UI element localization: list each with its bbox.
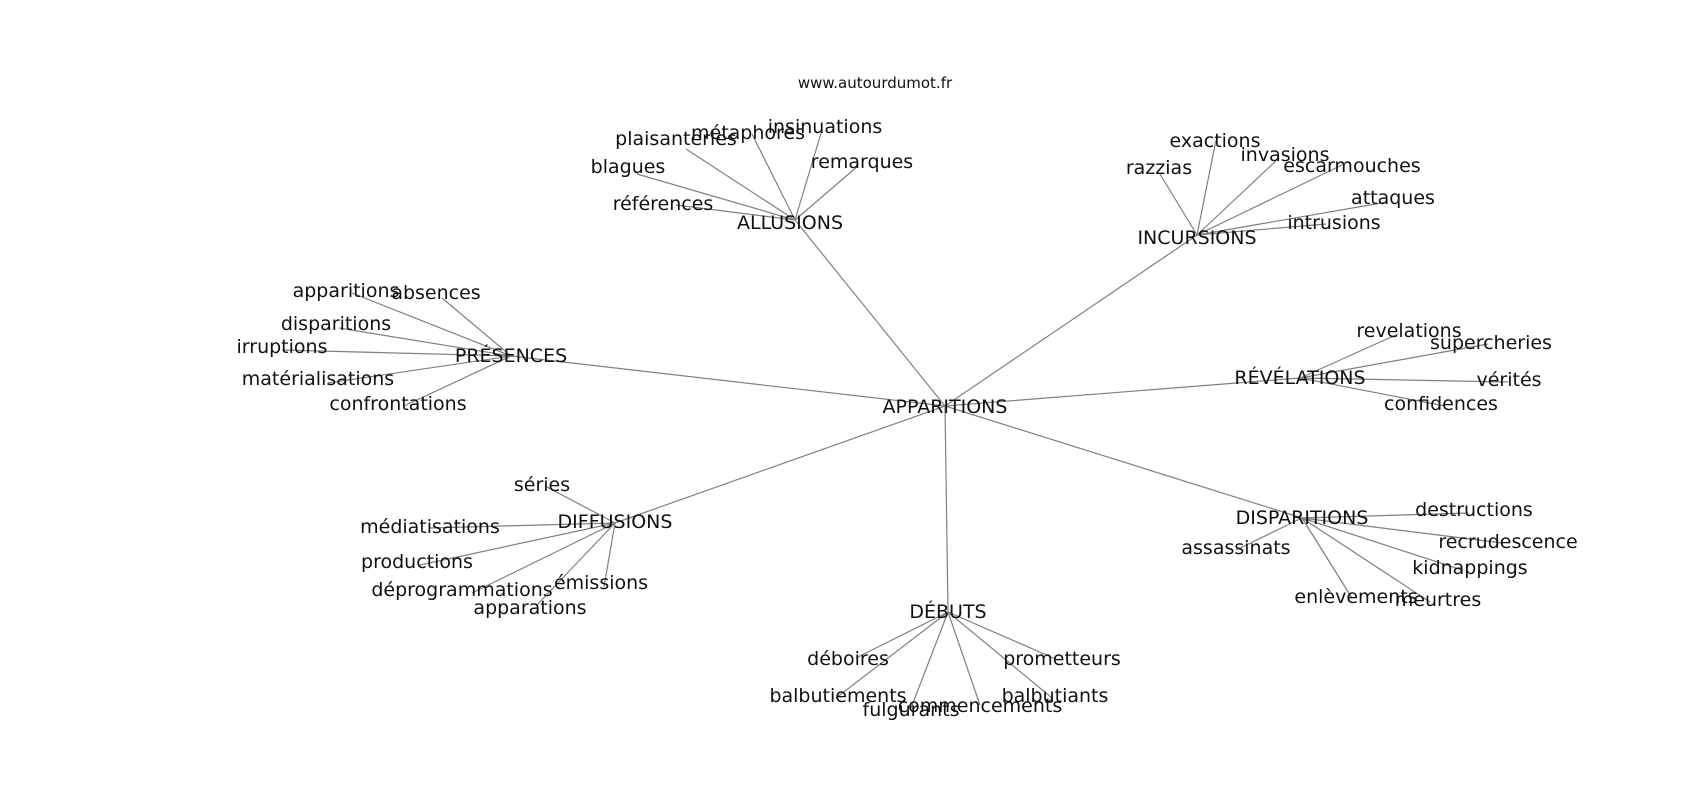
leaf-node[interactable]: intrusions xyxy=(1287,212,1380,234)
hub-node-présences[interactable]: PRÉSENCES xyxy=(455,344,567,367)
leaf-node[interactable]: assassinats xyxy=(1181,537,1290,559)
edge-débuts-to-fulgurants xyxy=(910,611,949,709)
edge-présences-to-matérialisations xyxy=(327,355,512,384)
edge-allusions-to-blagues xyxy=(636,173,796,221)
edge-disparitions-to-meurtres xyxy=(1301,517,1431,603)
leaf-node[interactable]: commencements xyxy=(898,695,1063,717)
edge-présences-to-disparitions xyxy=(338,327,512,357)
edge-débuts-to-prometteurs xyxy=(947,611,1059,661)
leaf-node[interactable]: séries xyxy=(514,474,570,496)
leaf-node[interactable]: disparitions xyxy=(281,313,391,335)
edge-incursions-to-escarmouches xyxy=(1196,164,1343,236)
edge-diffusions-to-productions xyxy=(419,522,616,566)
leaf-node[interactable]: médiatisations xyxy=(360,516,500,538)
edge-révélations-to-revelations xyxy=(1299,333,1399,379)
edge-incursions-to-exactions xyxy=(1196,139,1217,236)
edge-allusions-to-références xyxy=(675,204,796,221)
edge-disparitions-to-kidnappings xyxy=(1301,517,1463,571)
edge-allusions-to-métaphores xyxy=(751,133,796,221)
leaf-node[interactable]: vérités xyxy=(1476,369,1541,391)
edge-diffusions-to-déprogrammations xyxy=(471,522,616,594)
leaf-node[interactable]: confidences xyxy=(1384,393,1498,415)
leaf-node[interactable]: prometteurs xyxy=(1003,648,1121,670)
leaf-node[interactable]: confrontations xyxy=(329,393,466,415)
edge-incursions-to-attaques xyxy=(1196,201,1388,236)
edge-center-to-allusions xyxy=(794,219,946,407)
edge-présences-to-apparitions xyxy=(351,292,512,357)
edge-center-to-incursions xyxy=(944,234,1198,407)
edge-disparitions-to-destructions xyxy=(1301,512,1469,519)
leaf-node[interactable]: absences xyxy=(391,282,480,304)
leaf-node[interactable]: exactions xyxy=(1170,130,1261,152)
leaf-node[interactable]: supercheries xyxy=(1430,332,1552,354)
leaf-node[interactable]: revelations xyxy=(1356,320,1461,342)
edge-débuts-to-balbutiements xyxy=(835,611,949,699)
leaf-node[interactable]: recrudescence xyxy=(1438,531,1577,553)
leaf-node[interactable]: enlèvements xyxy=(1294,586,1417,608)
edges-layer xyxy=(281,129,1509,709)
hub-node-révélations[interactable]: RÉVÉLATIONS xyxy=(1234,366,1365,389)
edge-diffusions-to-apparations xyxy=(535,522,616,607)
edge-allusions-to-plaisanteries xyxy=(685,148,796,221)
edge-center-to-diffusions xyxy=(614,405,946,524)
leaf-node[interactable]: apparations xyxy=(473,597,586,619)
leaf-node[interactable]: fulgurants xyxy=(863,699,960,721)
leaf-node[interactable]: blagues xyxy=(591,156,666,178)
edge-incursions-to-invasions xyxy=(1196,157,1280,236)
hub-node-débuts[interactable]: DÉBUTS xyxy=(909,600,986,623)
edge-présences-to-confrontations xyxy=(403,355,512,407)
leaf-node[interactable]: remarques xyxy=(811,151,913,173)
leaf-node[interactable]: balbutiants xyxy=(1002,685,1109,707)
leaf-node[interactable]: productions xyxy=(361,551,473,573)
leaf-node[interactable]: matérialisations xyxy=(242,368,394,390)
edge-débuts-to-déboires xyxy=(855,611,949,659)
edge-diffusions-to-séries xyxy=(544,485,616,524)
edge-allusions-to-remarques xyxy=(794,165,859,221)
leaf-node[interactable]: métaphores xyxy=(691,122,805,144)
leaf-node[interactable]: références xyxy=(613,193,714,215)
leaf-node[interactable]: émissions xyxy=(554,572,648,594)
edge-center-to-révélations xyxy=(944,377,1301,407)
edge-disparitions-to-recrudescence xyxy=(1301,517,1503,544)
edge-disparitions-to-assassinats xyxy=(1235,517,1303,551)
hub-node-disparitions[interactable]: DISPARITIONS xyxy=(1236,507,1369,529)
leaf-node[interactable]: plaisanteries xyxy=(615,128,737,150)
leaf-node[interactable]: déprogrammations xyxy=(371,579,552,601)
labels-layer: www.autourdumot.fr ALLUSIONS plaisanterie… xyxy=(237,74,1578,721)
edge-révélations-to-supercheries xyxy=(1299,343,1489,379)
leaf-node[interactable]: invasions xyxy=(1241,144,1330,166)
edge-débuts-to-balbutiants xyxy=(947,611,1053,699)
hub-node-allusions[interactable]: ALLUSIONS xyxy=(737,212,843,234)
leaf-node[interactable]: apparitions xyxy=(293,280,400,302)
edge-center-to-débuts xyxy=(944,405,949,613)
edge-incursions-to-razzias xyxy=(1159,173,1198,236)
leaf-node[interactable]: déboires xyxy=(807,648,889,670)
center-node[interactable]: APPARITIONS xyxy=(883,396,1008,418)
hub-node-diffusions[interactable]: DIFFUSIONS xyxy=(558,511,673,533)
edge-incursions-to-intrusions xyxy=(1196,223,1327,236)
edge-disparitions-to-enlèvements xyxy=(1301,517,1353,599)
edge-center-to-disparitions xyxy=(944,405,1303,519)
edge-diffusions-to-médiatisations xyxy=(429,522,616,529)
leaf-node[interactable]: kidnappings xyxy=(1412,557,1527,579)
leaf-node[interactable]: attaques xyxy=(1351,187,1435,209)
leaf-node[interactable]: meurtres xyxy=(1395,589,1481,611)
leaf-node[interactable]: balbutiements xyxy=(769,685,906,707)
source-watermark: www.autourdumot.fr xyxy=(798,74,953,92)
edge-allusions-to-insinuations xyxy=(794,129,823,221)
edge-présences-to-absences xyxy=(441,297,512,357)
hub-node-incursions[interactable]: INCURSIONS xyxy=(1137,227,1256,249)
leaf-node[interactable]: destructions xyxy=(1415,499,1533,521)
edge-débuts-to-commencements xyxy=(947,611,981,706)
edge-présences-to-irruptions xyxy=(281,349,512,357)
edge-center-to-présences xyxy=(510,355,946,407)
leaf-node[interactable]: razzias xyxy=(1126,157,1192,179)
leaf-node[interactable]: insinuations xyxy=(768,116,883,138)
leaf-node[interactable]: escarmouches xyxy=(1283,155,1420,177)
leaf-node[interactable]: irruptions xyxy=(237,336,328,358)
edge-diffusions-to-émissions xyxy=(603,522,616,588)
edge-révélations-to-confidences xyxy=(1299,377,1446,407)
edge-révélations-to-vérités xyxy=(1299,377,1509,383)
